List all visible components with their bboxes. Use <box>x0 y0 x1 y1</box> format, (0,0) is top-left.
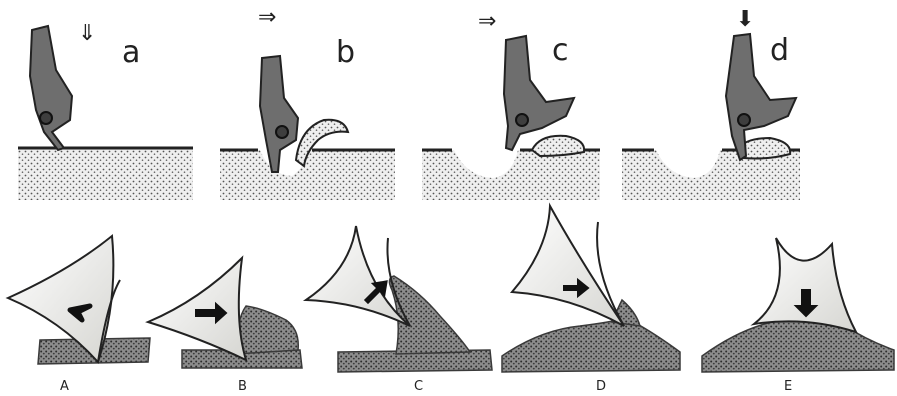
tissue-mound <box>502 318 680 372</box>
soil-block <box>220 150 395 200</box>
motion-arrow-d: ⬇ <box>736 7 754 32</box>
top-panel-c: ⇒ c <box>422 9 600 200</box>
panel-label-B: B <box>238 379 247 394</box>
pivot-bolt <box>516 114 528 126</box>
pivot-bolt <box>40 112 52 124</box>
top-panel-b: ⇒ b <box>220 5 395 200</box>
pivot-bolt <box>738 114 750 126</box>
panel-label-A: A <box>60 379 69 394</box>
panel-label-D: D <box>596 379 606 394</box>
panel-label-d: d <box>770 33 789 68</box>
panel-label-b: b <box>336 35 355 70</box>
tool-shank <box>30 26 72 150</box>
top-panel-a: ⇓ a <box>18 21 193 200</box>
top-panel-d: ⬇ d <box>622 7 800 200</box>
panel-label-E: E <box>784 379 792 394</box>
motion-arrow-a: ⇓ <box>78 21 96 46</box>
raised-tissue <box>236 306 298 354</box>
soil-block <box>18 148 193 200</box>
hoof-outline <box>512 206 624 326</box>
pivot-bolt <box>276 126 288 138</box>
turned-soil <box>532 136 584 156</box>
raised-tissue <box>389 276 470 354</box>
bottom-panel-E: E <box>702 238 894 394</box>
panel-label-C: C <box>414 379 423 394</box>
bottom-panel-D: D <box>502 206 680 394</box>
panel-label-a: a <box>122 35 140 70</box>
bottom-panel-C: C <box>306 226 492 394</box>
bottom-panel-A: A <box>8 236 150 394</box>
tool-shank <box>260 56 298 172</box>
panel-label-c: c <box>552 33 569 68</box>
bottom-panel-B: B <box>148 258 302 394</box>
soil-block <box>422 150 600 200</box>
hoof-outline <box>754 238 856 332</box>
tissue-mound <box>702 319 894 372</box>
motion-arrow-b: ⇒ <box>258 5 276 30</box>
motion-arrow-c: ⇒ <box>478 9 496 34</box>
